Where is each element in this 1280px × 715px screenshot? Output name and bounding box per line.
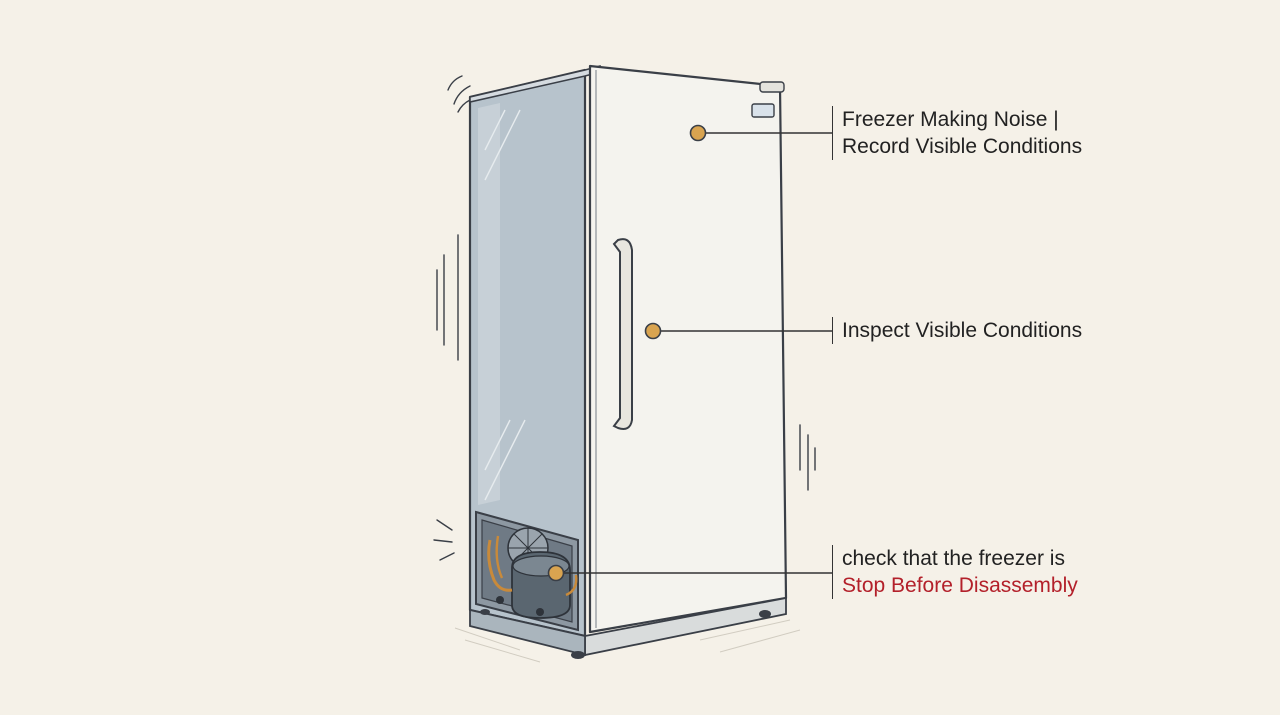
callout-compressor-line-1: check that the freezer is: [842, 547, 1065, 570]
foot-right: [759, 610, 771, 618]
callout-noise: Freezer Making Noise | Record Visible Co…: [832, 106, 1082, 160]
top-hinge: [759, 81, 785, 93]
foot-front: [571, 651, 585, 659]
callout-marker-1: [689, 124, 707, 142]
callout-noise-line-1: Freezer Making Noise |: [842, 108, 1059, 131]
floor-hatching: [454, 619, 801, 663]
leader-lines: [556, 132, 832, 574]
vibration-lines: [433, 75, 816, 561]
side-panel-highlight: [478, 103, 500, 505]
door-handle: [612, 238, 633, 430]
callout-marker-3: [547, 564, 565, 582]
callout-marker-2: [644, 322, 662, 340]
side-panel-reflection-lines: [484, 109, 526, 501]
callout-compressor: check that the freezer is Stop Before Di…: [832, 545, 1078, 599]
callout-inspect: Inspect Visible Conditions: [832, 317, 1082, 344]
callout-inspect-line-1: Inspect Visible Conditions: [842, 319, 1083, 342]
control-indicator: [751, 103, 775, 118]
callout-noise-line-2: Record Visible Conditions: [842, 135, 1083, 158]
foot-back: [480, 609, 490, 615]
callout-compressor-warning: Stop Before Disassembly: [842, 574, 1078, 597]
